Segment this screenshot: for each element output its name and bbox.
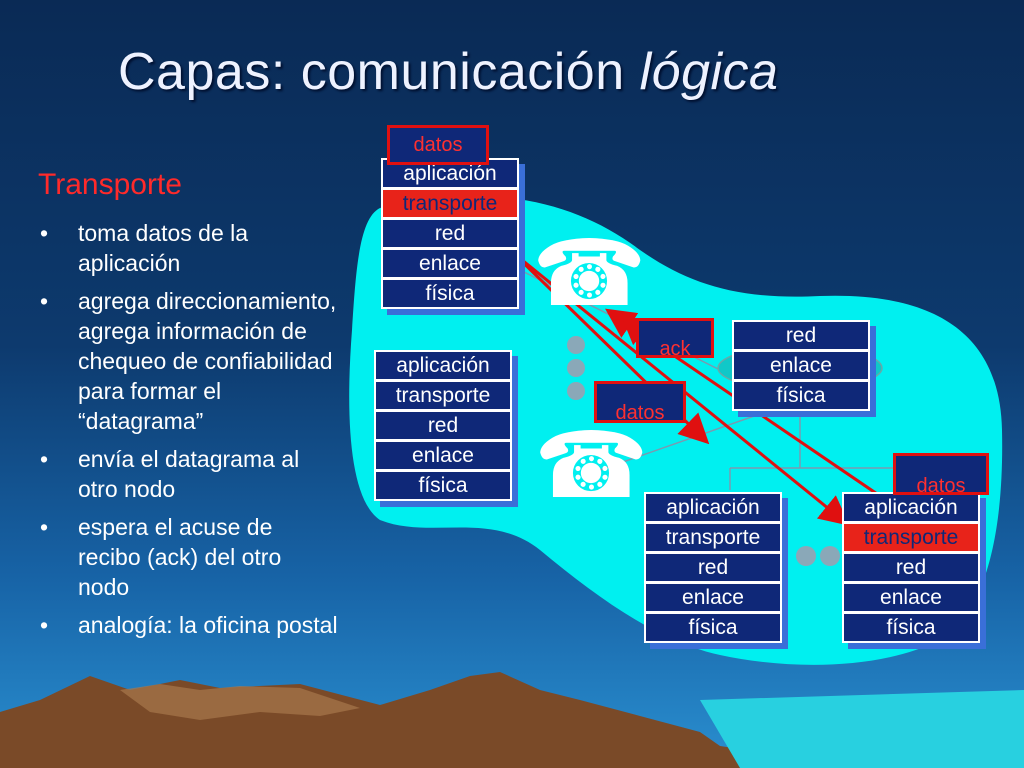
layer-aplicacion: aplicación: [646, 494, 780, 521]
bullet-item: toma datos de la aplicación: [38, 218, 338, 278]
layer-fisica: física: [383, 280, 517, 307]
bullet-item: agrega direccionamiento, agrega informac…: [38, 286, 338, 436]
layer-enlace: enlace: [376, 442, 510, 469]
layer-red: red: [646, 554, 780, 581]
datos-tag-middle: datos: [594, 381, 686, 424]
hub-dots: [567, 336, 840, 566]
layer-transporte: transporte: [646, 524, 780, 551]
layer-enlace: enlace: [383, 250, 517, 277]
layer-fisica: física: [376, 472, 510, 499]
stack-body: aplicación transporte red enlace física: [381, 158, 519, 309]
stack-body: red enlace física: [732, 320, 870, 411]
stack-router: red enlace física: [732, 320, 876, 417]
section-heading: Transporte: [38, 168, 182, 201]
mountains-highlight: [120, 684, 360, 720]
stack-body: aplicación transporte red enlace física: [842, 492, 980, 643]
telephone-icon: ☎: [534, 412, 649, 519]
sea: [700, 690, 1024, 768]
stack-mid-left: aplicación transporte red enlace física: [374, 350, 518, 507]
stack-body: aplicación transporte red enlace física: [374, 350, 512, 501]
layer-aplicacion: aplicación: [376, 352, 510, 379]
bullet-item: envía el datagrama al otro nodo: [38, 444, 338, 504]
layer-fisica: física: [646, 614, 780, 641]
title-italic: lógica: [639, 43, 779, 101]
layer-fisica: física: [844, 614, 978, 641]
bullet-list: toma datos de la aplicación agrega direc…: [38, 218, 338, 648]
layer-red: red: [376, 412, 510, 439]
datagram-arrow-a: [489, 232, 850, 526]
datos-tag-right: datos: [893, 453, 989, 497]
layer-red: red: [383, 220, 517, 247]
layer-fisica: física: [734, 382, 868, 409]
layer-transporte: transporte: [376, 382, 510, 409]
ack-tag: ack: [636, 318, 714, 360]
stack-bottom-middle: aplicación transporte red enlace física: [644, 492, 788, 649]
stack-top-left: aplicación transporte red enlace física: [381, 158, 525, 315]
stack-body: aplicación transporte red enlace física: [644, 492, 782, 643]
layer-red: red: [734, 322, 868, 349]
datos-tag-top: datos: [387, 125, 489, 165]
layer-enlace: enlace: [734, 352, 868, 379]
layer-red: red: [844, 554, 978, 581]
mountains: [0, 672, 760, 768]
layer-transporte-highlight: transporte: [844, 524, 978, 551]
bullet-item: analogía: la oficina postal: [38, 610, 338, 640]
layer-enlace: enlace: [646, 584, 780, 611]
layer-aplicacion: aplicación: [844, 494, 978, 521]
title-main: Capas: comunicación: [118, 43, 640, 101]
layer-enlace: enlace: [844, 584, 978, 611]
bullet-item: espera el acuse de recibo (ack) del otro…: [38, 512, 338, 602]
layer-transporte-highlight: transporte: [383, 190, 517, 217]
slide-title: Capas: comunicación lógica: [118, 42, 778, 102]
stack-bottom-right: aplicación transporte red enlace física: [842, 492, 986, 649]
telephone-icon: ☎: [532, 220, 647, 327]
